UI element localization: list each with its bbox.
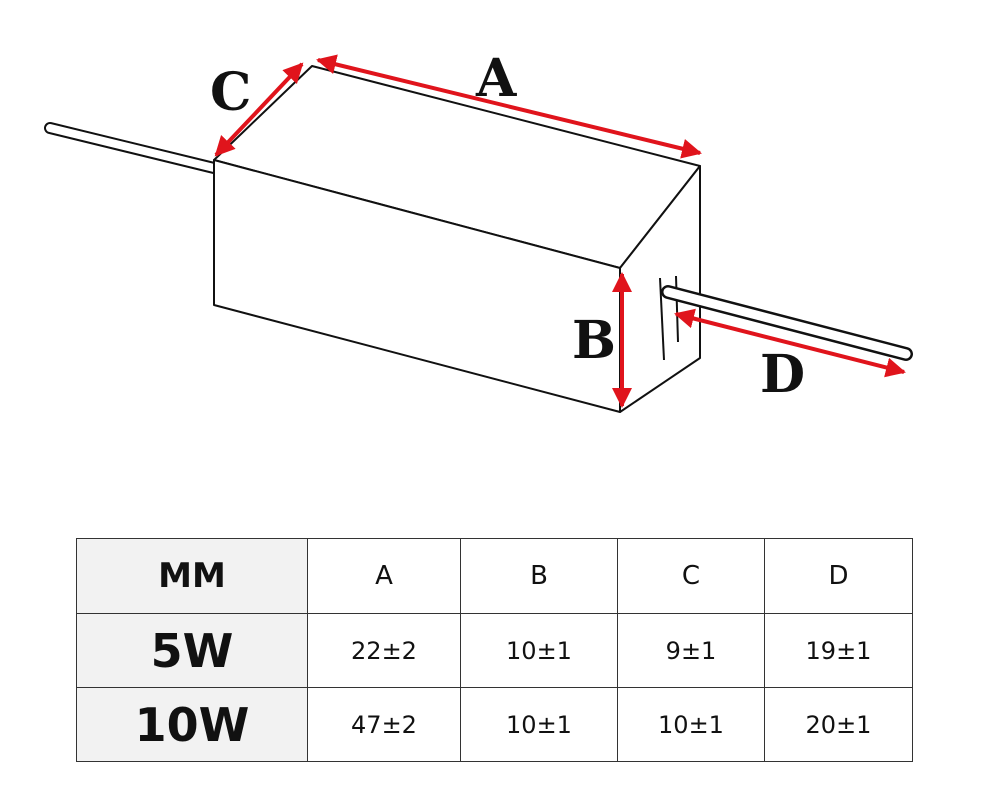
row-label-5w: 5W: [76, 613, 308, 688]
dimension-a-label: A: [475, 48, 517, 109]
table-cell: 47±2: [307, 687, 461, 762]
column-header-b: B: [460, 538, 618, 614]
column-header-c: C: [617, 538, 765, 614]
table-cell: 10±1: [460, 687, 618, 762]
dimension-spec-table: MM A B C D 5W 22±2 10±1 9±1 19±1 10W 47±…: [76, 538, 913, 762]
row-label-10w: 10W: [76, 687, 308, 762]
table-row: 5W 22±2 10±1 9±1 19±1: [76, 613, 913, 688]
column-header-d: D: [764, 538, 913, 614]
column-header-a: A: [307, 538, 461, 614]
left-lead-wire: [44, 122, 220, 174]
table-cell: 10±1: [460, 613, 618, 688]
table-header-row: MM A B C D: [76, 538, 913, 614]
dimension-c-arrow: [214, 62, 304, 157]
dimension-b-label: B: [572, 310, 616, 371]
table-cell: 9±1: [617, 613, 765, 688]
table-cell: 19±1: [764, 613, 913, 688]
dimension-d-arrow: [674, 308, 906, 378]
table-cell: 10±1: [617, 687, 765, 762]
resistor-diagram: A C B D: [44, 48, 913, 413]
table-cell: 20±1: [764, 687, 913, 762]
table-cell: 22±2: [307, 613, 461, 688]
unit-header-cell: MM: [76, 538, 308, 614]
dimension-a-arrow: [316, 54, 702, 159]
table-row: 10W 47±2 10±1 10±1 20±1: [76, 687, 913, 762]
dimension-c-label: C: [210, 62, 251, 123]
resistor-body: [213, 65, 701, 413]
dimension-d-label: D: [760, 344, 805, 405]
